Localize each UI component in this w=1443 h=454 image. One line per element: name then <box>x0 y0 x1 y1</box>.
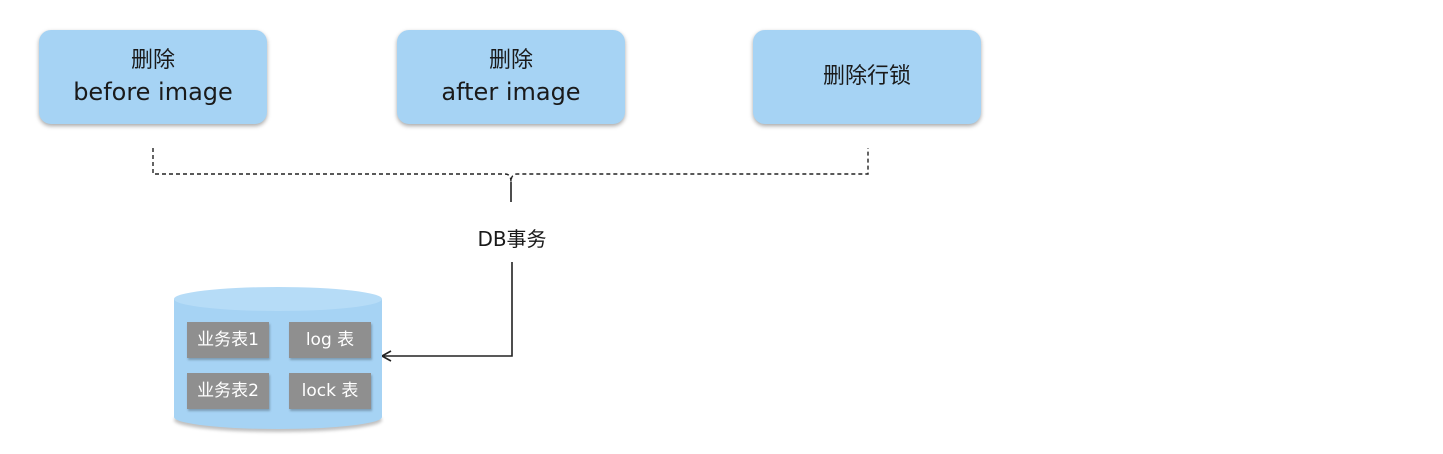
database-top <box>174 287 382 311</box>
table-business-2: 业务表2 <box>187 373 269 409</box>
step-label-line2: after image <box>441 78 581 106</box>
step-label-line2: before image <box>73 78 233 106</box>
step-delete-row-lock: 删除行锁 <box>753 30 981 124</box>
database-cylinder: 业务表1 log 表 业务表2 lock 表 <box>174 287 382 429</box>
step-delete-before-image: 删除 before image <box>39 30 267 124</box>
transaction-label: DB事务 <box>477 227 547 251</box>
transaction-brace <box>152 148 869 183</box>
table-log: log 表 <box>289 322 371 358</box>
arrow-to-database <box>381 262 513 362</box>
step-delete-after-image: 删除 after image <box>397 30 625 124</box>
step-label-line1: 删除行锁 <box>822 64 911 89</box>
step-label-line1: 删除 <box>130 48 175 73</box>
table-lock: lock 表 <box>289 373 371 409</box>
table-business-1: 业务表1 <box>187 322 269 358</box>
step-label-line1: 删除 <box>488 48 533 73</box>
